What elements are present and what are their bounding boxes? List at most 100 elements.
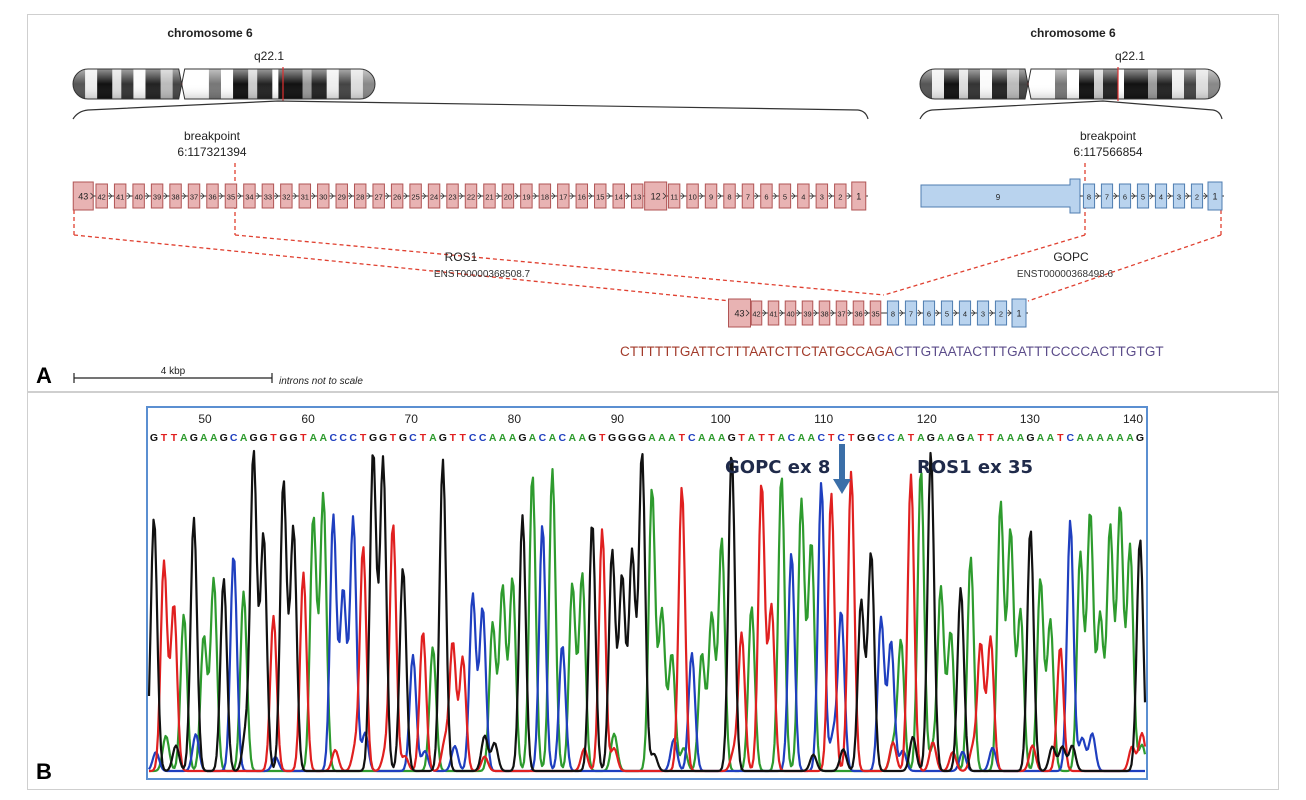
exon-ros1-10: 10	[686, 183, 704, 209]
gopc-exon-label: GOPC ex 8	[725, 457, 830, 478]
basecall-letter: A	[708, 432, 716, 444]
basecall-letter: C	[230, 432, 238, 444]
exon-ros1-41: 41	[113, 183, 131, 209]
basecall-letter: A	[429, 432, 437, 444]
basecall-letter: G	[618, 432, 626, 444]
basecall-letter: A	[1007, 432, 1015, 444]
exon-label: 20	[504, 193, 512, 202]
basecall-letter: G	[439, 432, 447, 444]
exon-ros1-33: 33	[261, 183, 279, 209]
basecall-letter: T	[1057, 432, 1064, 444]
exon-ros1-24: 24	[427, 183, 445, 209]
scale-label: 4 kbp	[161, 366, 186, 377]
exon-ros1-39: 39	[150, 183, 168, 209]
exon-label: 3	[981, 310, 985, 319]
position-tick: 90	[611, 412, 625, 426]
exon-fusion-ros1-39: 39	[801, 300, 818, 326]
left-chromosome-ideogram	[72, 67, 376, 101]
exon-label: 23	[448, 193, 456, 202]
exon-label: 39	[803, 310, 811, 319]
basecall-letter: T	[987, 432, 994, 444]
exon-label: 4	[801, 193, 805, 202]
exon-label: 3	[820, 193, 824, 202]
basecall-letter: T	[360, 432, 367, 444]
basecall-letter: C	[788, 432, 796, 444]
basecall-letter: A	[1086, 432, 1094, 444]
basecall-letter: A	[798, 432, 806, 444]
basecall-letter: A	[1037, 432, 1045, 444]
exon-ros1-26: 26	[390, 183, 408, 209]
exon-ros1-27: 27	[372, 183, 390, 209]
exon-label: 40	[134, 193, 142, 202]
exon-label: 6	[1123, 193, 1127, 202]
position-tick: 110	[814, 412, 833, 426]
basecall-letter: G	[638, 432, 646, 444]
basecall-letter: A	[1116, 432, 1124, 444]
exon-ros1-21: 21	[483, 183, 501, 209]
basecall-letter: A	[698, 432, 706, 444]
exon-label: 6	[764, 193, 768, 202]
basecall-letter: A	[937, 432, 945, 444]
basecall-letter: C	[877, 432, 885, 444]
basecall-letter: G	[588, 432, 596, 444]
exon-label: 39	[153, 193, 161, 202]
right-zoom-bracket	[919, 100, 1223, 120]
connector-gopc-bp-diag	[883, 234, 1086, 296]
exon-label: 6	[927, 310, 931, 319]
exon-fusion-ros1-40: 40	[784, 300, 801, 326]
exon-label: 22	[467, 193, 475, 202]
exon-ros1-16: 16	[575, 183, 593, 209]
exon-label: 21	[485, 193, 493, 202]
exon-label: 16	[578, 193, 586, 202]
exon-fusion-ros1-42: 42	[750, 300, 767, 326]
exon-label: 2	[999, 310, 1003, 319]
basecall-letter: C	[837, 432, 845, 444]
exon-label: 7	[1105, 193, 1109, 202]
exon-ros1-42: 42	[95, 183, 113, 209]
basecall-letter: T	[300, 432, 307, 444]
exon-ros1-40: 40	[132, 183, 150, 209]
basecall-letter: A	[1047, 432, 1055, 444]
position-tick: 50	[198, 412, 212, 426]
exon-gopc-5: 5	[1136, 183, 1154, 209]
exon-label: 33	[264, 193, 272, 202]
panel-a-letter: A	[36, 363, 52, 388]
exon-label: 43	[78, 192, 88, 202]
exon-ros1-4: 4	[797, 183, 815, 209]
basecall-letter: T	[738, 432, 745, 444]
basecall-letter: A	[917, 432, 925, 444]
basecall-letter: G	[867, 432, 875, 444]
exon-label: 5	[783, 193, 787, 202]
basecall-letter: A	[668, 432, 676, 444]
basecall-letter: C	[349, 432, 357, 444]
exon-ros1-25: 25	[409, 183, 427, 209]
exon-label: 13	[633, 193, 641, 202]
basecall-letter: A	[648, 432, 656, 444]
basecall-letter: G	[249, 432, 257, 444]
position-tick: 140	[1123, 412, 1143, 426]
exon-ros1-20: 20	[501, 183, 519, 209]
exon-label: 35	[227, 193, 235, 202]
exon-fusion-ros1-41: 41	[767, 300, 784, 326]
exon-label: 5	[945, 310, 949, 319]
right-chrom-title: chromosome 6	[1030, 26, 1116, 40]
exon-label: 11	[670, 193, 678, 202]
basecall-letter: G	[279, 432, 287, 444]
basecall-letter: G	[628, 432, 636, 444]
exon-label: 12	[651, 192, 661, 202]
exon-ros1-30: 30	[317, 183, 335, 209]
basecall-letter: A	[310, 432, 318, 444]
basecall-letter: A	[808, 432, 816, 444]
exon-label: 30	[319, 193, 327, 202]
ros1-transcript: ENST00000368508.7	[434, 269, 531, 280]
exon-label: 36	[208, 193, 216, 202]
exon-label: 5	[1141, 193, 1145, 202]
basecall-letter: G	[190, 432, 198, 444]
basecall-letter: A	[1106, 432, 1114, 444]
exon-label: 9	[709, 193, 713, 202]
basecall-letter: C	[409, 432, 417, 444]
exon-fusion-ros1-37: 37	[835, 300, 852, 326]
